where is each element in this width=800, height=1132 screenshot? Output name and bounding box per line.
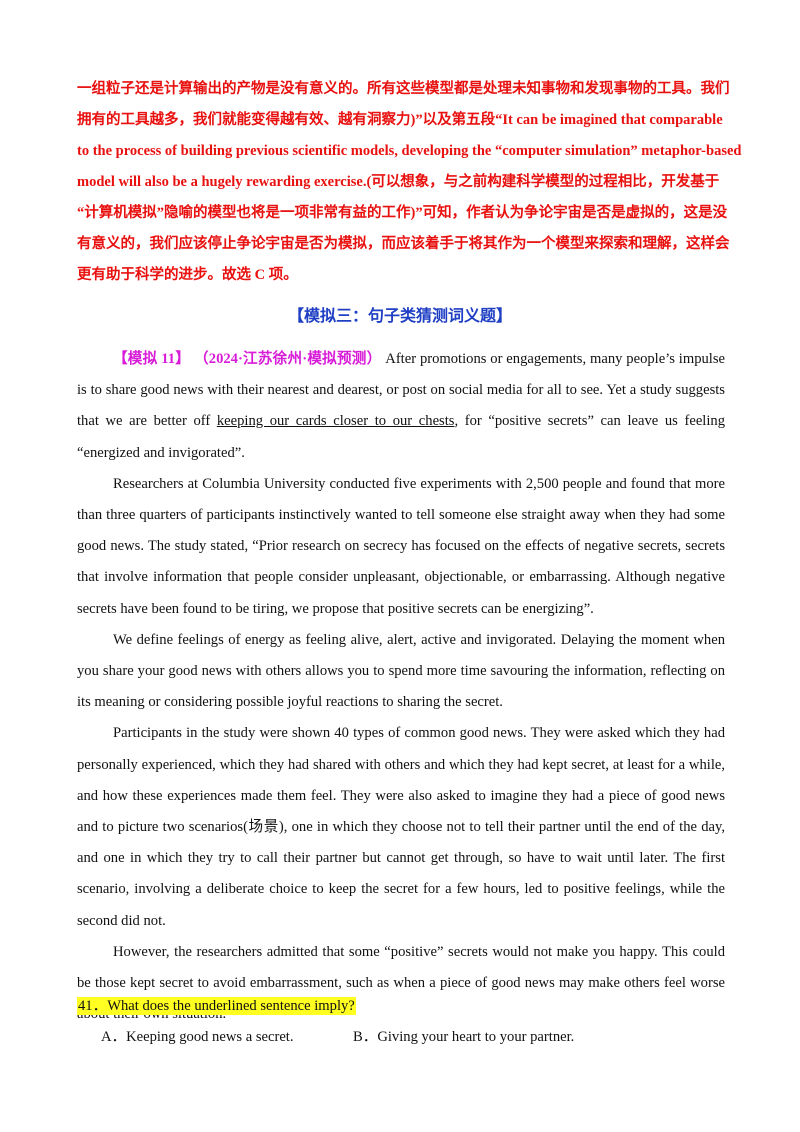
passage-paragraph-1: 【模拟 11】 （2024·江苏徐州·模拟预测） After promotion…	[77, 344, 725, 469]
underlined-sentence: keeping our cards closer to our chests	[216, 413, 455, 430]
explanation-line: “计算机模拟”隐喻的模型也将是一项非常有益的工作)”可知，作者认为争论宇宙是否是…	[77, 205, 728, 221]
explanation-line: to the process of building previous scie…	[77, 143, 742, 159]
explanation-line: 更有助于科学的进步。故选 C 项。	[77, 267, 298, 283]
passage-text: After promotions or engagements, many pe…	[77, 351, 725, 430]
explanation-line: 拥有的工具越多，我们就能变得越有效、越有洞察力)”以及第五段“It can be…	[77, 112, 723, 128]
passage-paragraph-5: However, the researchers admitted that s…	[77, 943, 725, 1022]
passage-paragraph-4: Participants in the study were shown 40 …	[77, 725, 725, 929]
passage-text: , for “positive secrets” can leave us fe…	[77, 413, 725, 461]
explanation-line: 一组粒子还是计算输出的产物是没有意义的。所有这些模型都是处理未知事物和发现事物的…	[77, 81, 730, 97]
reading-passage: 【模拟 11】 （2024·江苏徐州·模拟预测） After promotion…	[77, 344, 725, 1030]
section-title: 【模拟三：句子类猜测词义题】	[287, 306, 512, 325]
answer-options: A．Keeping good news a secret. B．Giving y…	[101, 1025, 721, 1046]
option-b: B．Giving your heart to your partner.	[353, 1029, 575, 1045]
passage-paragraph-3: We define feelings of energy as feeling …	[77, 631, 725, 711]
question-stem: 41．What does the underlined sentence imp…	[77, 994, 356, 1015]
option-a: A．Keeping good news a secret.	[101, 1029, 294, 1045]
question-text: 41．What does the underlined sentence imp…	[77, 997, 356, 1015]
question-source-tag: 【模拟 11】 （2024·江苏徐州·模拟预测）	[113, 351, 382, 367]
answer-explanation: 一组粒子还是计算输出的产物是没有意义的。所有这些模型都是处理未知事物和发现事物的…	[77, 74, 742, 291]
explanation-line: 有意义的，我们应该停止争论宇宙是否为模拟，而应该着手于将其作为一个模型来探索和理…	[77, 236, 730, 252]
explanation-line: model will also be a hugely rewarding ex…	[77, 174, 720, 190]
passage-paragraph-2: Researchers at Columbia University condu…	[77, 475, 725, 617]
